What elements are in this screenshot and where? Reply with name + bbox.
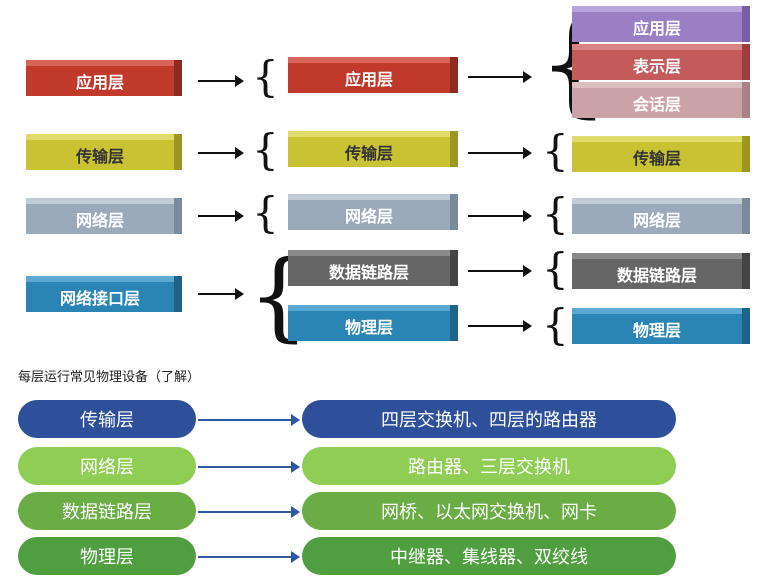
col3-app-label: 应用层 [572, 12, 742, 42]
col1-network-block: 网络层 [26, 198, 182, 234]
device-list-pill-datalink: 网桥、以太网交换机、网卡 [302, 492, 676, 530]
device-layer-pill-physical: 物理层 [18, 537, 196, 575]
col3-transport-label: 传输层 [572, 142, 742, 172]
device-arrow-network [198, 461, 300, 473]
device-list-pill-physical: 中继器、集线器、双绞线 [302, 537, 676, 575]
arrow-datalink-2 [468, 265, 532, 277]
col2-physical-label: 物理层 [288, 311, 450, 341]
col3-session-block: 会话层 [572, 82, 750, 118]
col1-app-label: 应用层 [26, 66, 174, 96]
col3-datalink-label: 数据链路层 [572, 259, 742, 289]
arrow-transport-1 [198, 147, 244, 159]
brace-network-2: { [542, 189, 569, 238]
arrow-network-1 [198, 210, 244, 222]
col3-physical-block: 物理层 [572, 308, 750, 344]
device-list-pill-network: 路由器、三层交换机 [302, 447, 676, 485]
brace-app-1: { [252, 52, 279, 101]
col3-session-label: 会话层 [572, 88, 742, 118]
arrow-app-2 [468, 71, 532, 83]
col1-network-label: 网络层 [26, 204, 174, 234]
device-arrow-datalink [198, 506, 300, 518]
col2-transport-block: 传输层 [288, 131, 458, 167]
device-layer-pill-transport: 传输层 [18, 400, 196, 438]
arrow-transport-2 [468, 147, 532, 159]
col2-app-label: 应用层 [288, 63, 450, 93]
col1-app-block: 应用层 [26, 60, 182, 96]
col3-network-block: 网络层 [572, 198, 750, 234]
col3-presentation-block: 表示层 [572, 44, 750, 80]
arrow-app-1 [198, 75, 244, 87]
devices-caption: 每层运行常见物理设备（了解） [18, 370, 201, 385]
col2-network-block: 网络层 [288, 194, 458, 230]
arrow-netif-1 [198, 288, 244, 300]
col3-transport-block: 传输层 [572, 136, 750, 172]
col3-app-block: 应用层 [572, 6, 750, 42]
col3-network-label: 网络层 [572, 204, 742, 234]
col1-transport-label: 传输层 [26, 140, 174, 170]
col2-physical-block: 物理层 [288, 305, 458, 341]
brace-network-1: { [252, 188, 279, 237]
col2-datalink-block: 数据链路层 [288, 250, 458, 286]
col3-datalink-block: 数据链路层 [572, 253, 750, 289]
col1-transport-block: 传输层 [26, 134, 182, 170]
device-layer-pill-datalink: 数据链路层 [18, 492, 196, 530]
col2-app-block: 应用层 [288, 57, 458, 93]
col1-netif-label: 网络接口层 [26, 282, 174, 312]
col3-physical-label: 物理层 [572, 314, 742, 344]
device-arrow-transport [198, 414, 300, 426]
device-layer-pill-network: 网络层 [18, 447, 196, 485]
brace-physical-2: { [542, 300, 569, 349]
device-list-pill-transport: 四层交换机、四层的路由器 [302, 400, 676, 438]
brace-datalink-2: { [542, 244, 569, 293]
device-arrow-physical [198, 551, 300, 563]
col3-presentation-label: 表示层 [572, 50, 742, 80]
col1-netif-block: 网络接口层 [26, 276, 182, 312]
brace-transport-1: { [252, 125, 279, 174]
arrow-network-2 [468, 210, 532, 222]
arrow-physical-2 [468, 320, 532, 332]
brace-transport-2: { [542, 126, 569, 175]
col2-datalink-label: 数据链路层 [288, 256, 450, 286]
col2-network-label: 网络层 [288, 200, 450, 230]
col2-transport-label: 传输层 [288, 137, 450, 167]
